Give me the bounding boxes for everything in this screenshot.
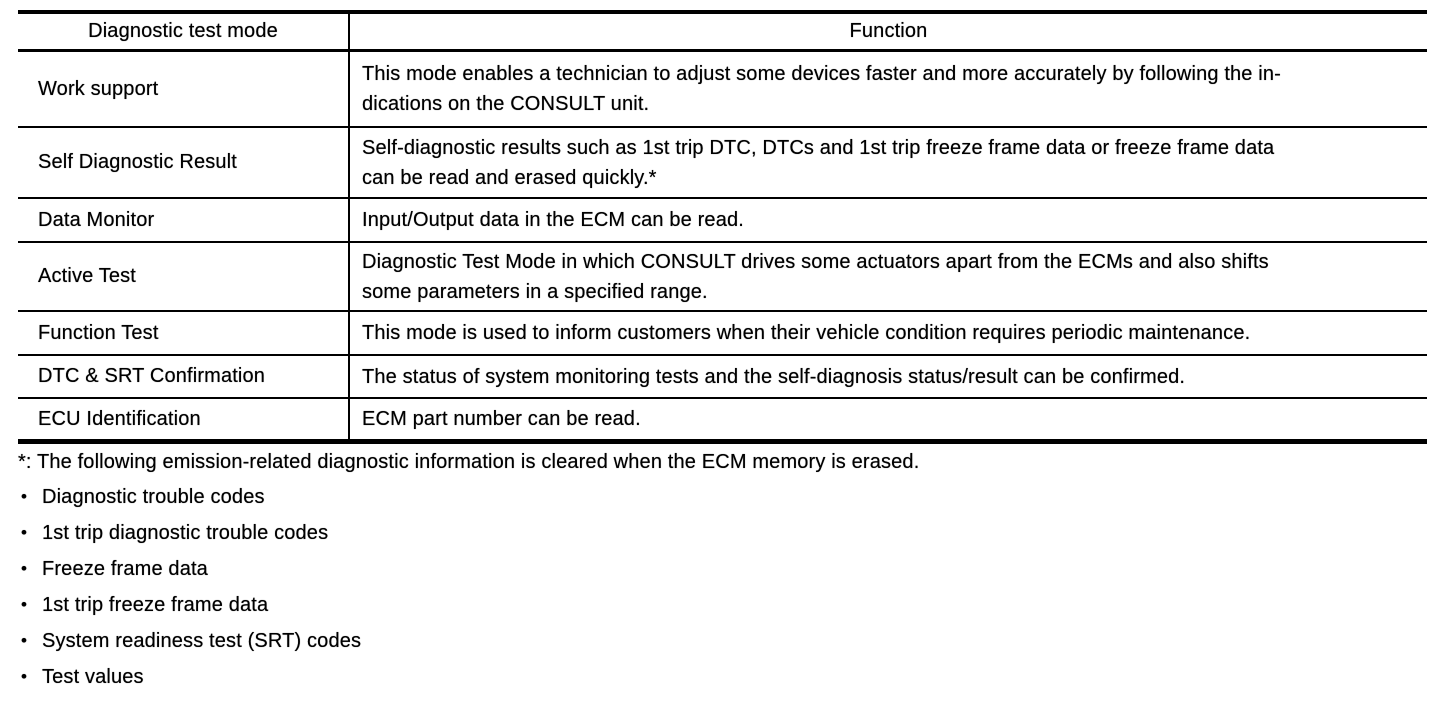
function-cell: The status of system monitoring tests an… — [348, 356, 1427, 397]
list-item-label: System readiness test (SRT) codes — [42, 629, 362, 652]
table-row: DTC & SRT Confirmation The status of sys… — [18, 356, 1427, 399]
list-item: • Diagnostic trouble codes — [18, 479, 361, 515]
mode-cell: Data Monitor — [38, 208, 155, 231]
table-row: Data Monitor Input/Output data in the EC… — [18, 199, 1427, 243]
list-item-label: 1st trip diagnostic trouble codes — [42, 521, 329, 544]
mode-cell: Work support — [38, 77, 159, 100]
column-header-function: Function — [348, 14, 1427, 49]
list-item: • Freeze frame data — [18, 551, 361, 587]
diagnostic-test-mode-table: Diagnostic test mode Function Work suppo… — [18, 10, 1427, 444]
function-cell: Self-diagnostic results such as 1st trip… — [348, 128, 1427, 197]
mode-cell: Active Test — [38, 265, 136, 287]
mode-cell: DTC & SRT Confirmation — [38, 365, 266, 387]
mode-cell: ECU Identification — [38, 407, 201, 430]
column-header-diagnostic-test-mode: Diagnostic test mode — [88, 20, 278, 42]
function-cell: Diagnostic Test Mode in which CONSULT dr… — [348, 243, 1427, 310]
table-row: ECU Identification ECM part number can b… — [18, 399, 1427, 439]
bullet-icon: • — [21, 559, 28, 578]
function-cell: This mode enables a technician to adjust… — [348, 52, 1427, 126]
list-item-label: Test values — [42, 665, 144, 688]
mode-cell: Self Diagnostic Result — [38, 151, 237, 173]
list-item: • System readiness test (SRT) codes — [18, 623, 361, 659]
list-item: • 1st trip freeze frame data — [18, 587, 361, 623]
list-item-label: 1st trip freeze frame data — [42, 593, 269, 616]
function-cell: Input/Output data in the ECM can be read… — [348, 199, 1427, 241]
bullet-icon: • — [21, 631, 28, 650]
table-row: Self Diagnostic Result Self-diagnostic r… — [18, 128, 1427, 199]
table-header-row: Diagnostic test mode Function — [18, 14, 1427, 52]
table-footnote: *: The following emission-related diagno… — [18, 451, 920, 473]
bullet-icon: • — [21, 595, 28, 614]
table-row: Active Test Diagnostic Test Mode in whic… — [18, 243, 1427, 312]
table-row: Work support This mode enables a technic… — [18, 52, 1427, 128]
bullet-list: • Diagnostic trouble codes • 1st trip di… — [18, 479, 361, 695]
list-item-label: Freeze frame data — [42, 557, 208, 580]
function-cell: ECM part number can be read. — [348, 399, 1427, 439]
list-item-label: Diagnostic trouble codes — [42, 485, 265, 508]
bullet-icon: • — [21, 487, 28, 506]
list-item: • 1st trip diagnostic trouble codes — [18, 515, 361, 551]
list-item: • Test values — [18, 659, 361, 695]
bullet-icon: • — [21, 523, 28, 542]
bullet-icon: • — [21, 667, 28, 686]
function-cell: This mode is used to inform customers wh… — [348, 312, 1427, 354]
mode-cell: Function Test — [38, 321, 159, 344]
table-row: Function Test This mode is used to infor… — [18, 312, 1427, 356]
